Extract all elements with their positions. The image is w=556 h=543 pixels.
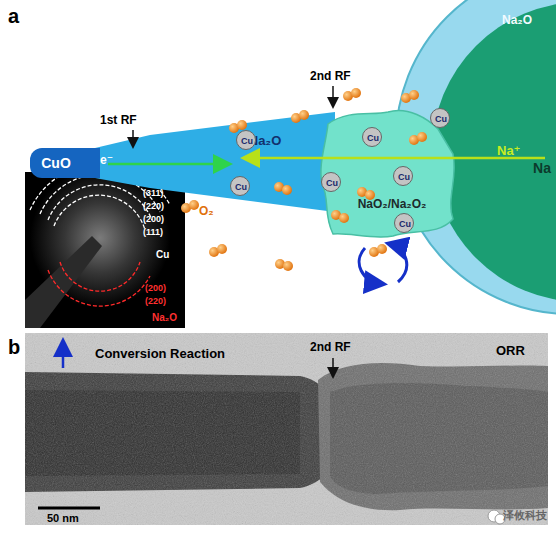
node-label: Cu: [326, 179, 338, 188]
node-label: Cu: [235, 183, 247, 192]
saed-inset: [25, 172, 185, 328]
watermark-icon: [488, 510, 505, 524]
circle-node: Cu: [236, 130, 256, 150]
circle-node: Cu: [362, 127, 382, 147]
cycle-arrow: [390, 244, 407, 282]
cycle-arrow: [359, 248, 382, 284]
text-label: ORR: [496, 344, 525, 357]
text-label: (220): [143, 202, 164, 211]
text-label: 泽攸科技: [503, 510, 547, 521]
text-label: b: [8, 337, 20, 357]
node-label: Na: [533, 161, 551, 175]
text-label: a: [8, 6, 19, 26]
circle-node: Cu: [393, 166, 413, 186]
text-label: (200): [143, 215, 164, 224]
text-label: (311): [143, 189, 164, 198]
text-label: Na⁺: [497, 144, 520, 157]
node-label: Na₂O: [502, 14, 532, 26]
text-label: 50 nm: [47, 513, 79, 524]
circle-node: Cu: [430, 108, 450, 128]
node-label: CuO: [41, 156, 71, 170]
text-label: Na₂O: [152, 313, 177, 323]
text-label: e⁻: [100, 154, 113, 166]
text-label: 2nd RF: [310, 70, 351, 82]
tem-image: [25, 333, 548, 525]
text-label: (200): [145, 284, 166, 293]
shape-node: Na₂OCuCu: [95, 112, 335, 212]
rf-arrow: [332, 358, 334, 376]
circle-node: Cu: [230, 176, 250, 196]
direction-arrow: [62, 342, 65, 368]
node-label: NaO₂/Na₂O₂: [358, 198, 427, 210]
text-label: Conversion Reaction: [95, 347, 225, 360]
sodium-ion-arrow: [245, 157, 545, 160]
circle-node: Cu: [321, 172, 341, 192]
electron-arrow: [108, 163, 228, 166]
scale-bar: [38, 507, 100, 510]
text-label: Cu: [156, 250, 169, 260]
text-label: 2nd RF: [310, 341, 351, 353]
node-label: Cu: [241, 137, 253, 146]
node-label: Cu: [398, 173, 410, 182]
node-label: Cu: [399, 220, 411, 229]
box-node: CuO: [30, 148, 100, 178]
node-outline: [95, 112, 335, 212]
node-label: Cu: [367, 134, 379, 143]
rf-arrow: [332, 86, 334, 106]
text-label: (111): [143, 228, 163, 237]
text-label: 1st RF: [100, 114, 137, 126]
circle-node: Cu: [394, 213, 414, 233]
node-label: Cu: [435, 115, 447, 124]
text-label: (220): [145, 297, 166, 306]
text-label: O₂: [199, 205, 214, 217]
rf-arrow: [132, 130, 134, 146]
